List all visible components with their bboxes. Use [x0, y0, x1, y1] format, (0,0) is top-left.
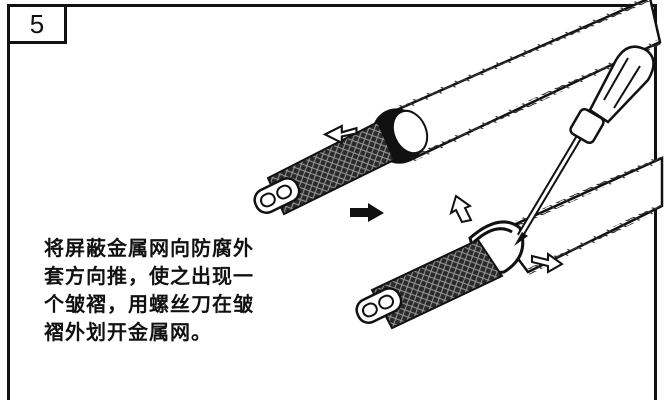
push-arrow-right-icon: [350, 203, 384, 222]
screwdriver: [514, 45, 655, 246]
lower-cable: [355, 155, 664, 330]
upper-conductor-end: [253, 177, 301, 214]
upper-cable: [253, 0, 662, 216]
push-arrow-lower-right-icon: [531, 252, 564, 274]
push-arrow-up-icon: [449, 194, 473, 224]
instruction-caption: 将屏蔽金属网向防腐外套方向推，使之出现一个皱褶，用螺丝刀在皱褶外划开金属网。: [44, 236, 254, 344]
step-number: 5: [29, 8, 45, 39]
push-arrow-upper-icon: [322, 124, 358, 145]
lower-conductor-end: [355, 287, 403, 324]
screwdriver-handle: [588, 45, 655, 124]
step-number-box: 5: [7, 4, 67, 44]
lower-braided-shield: [370, 238, 504, 330]
